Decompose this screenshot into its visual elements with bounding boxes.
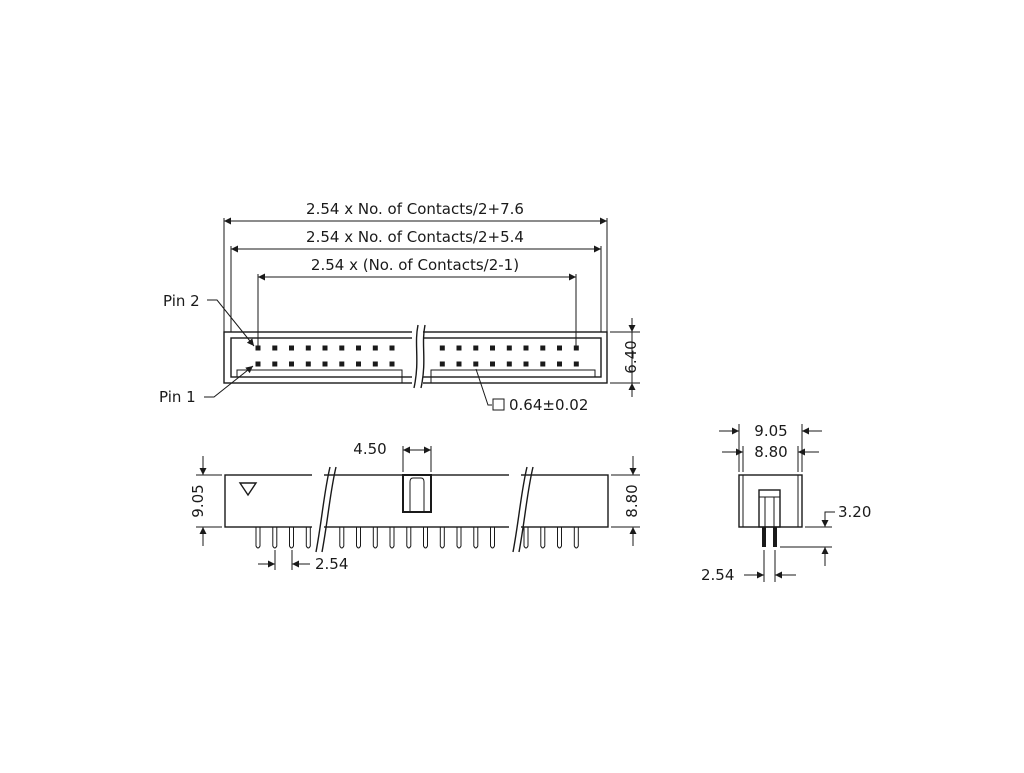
dim-body-width-label: 8.80 — [754, 443, 787, 461]
pin-square — [439, 361, 445, 367]
pin-square — [506, 345, 512, 351]
front-pin — [557, 527, 562, 549]
side-contact-cavity — [758, 489, 781, 528]
pin-square — [439, 345, 445, 351]
front-pin — [406, 527, 412, 549]
pin-square — [540, 361, 546, 367]
pin-square — [389, 361, 395, 367]
pin-square — [389, 345, 395, 351]
front-pin — [573, 527, 579, 549]
dim-pin-length-label: 3.20 — [838, 503, 871, 521]
dim-body-height-label: 8.80 — [623, 484, 641, 517]
pin-size-leader — [475, 368, 492, 406]
front-pin — [473, 527, 479, 549]
pin-square — [322, 361, 328, 367]
front-pin — [490, 527, 495, 549]
front-pin — [523, 527, 529, 549]
dim-height-label: 6.40 — [622, 340, 640, 373]
pin-square — [557, 345, 562, 351]
front-pin — [372, 527, 378, 549]
pin2-leader — [207, 299, 255, 347]
pin-square — [289, 361, 294, 367]
pin-square — [272, 361, 278, 367]
square-pin-symbol — [492, 398, 505, 411]
front-pin — [389, 527, 395, 549]
pin-square — [573, 361, 579, 367]
dim-total-width-label: 9.05 — [754, 422, 787, 440]
pin-square — [372, 361, 378, 367]
pin-square — [339, 345, 345, 351]
front-pin — [289, 527, 294, 549]
side-pin-left — [762, 527, 766, 547]
side-view: 9.05 8.80 3.20 2.54 — [701, 422, 871, 584]
front-pin — [439, 527, 445, 549]
dim-key-width-label: 4.50 — [353, 440, 386, 458]
front-pin — [272, 527, 278, 549]
front-body — [224, 474, 609, 528]
dim-overall-label: 2.54 x No. of Contacts/2+7.6 — [306, 200, 524, 218]
front-view: 4.50 9.05 8.80 2.54 — [189, 440, 641, 573]
pin-square — [523, 345, 529, 351]
side-pin-right — [773, 527, 777, 547]
pin-square — [272, 345, 278, 351]
pin-square — [289, 345, 294, 351]
pin-square — [339, 361, 345, 367]
pin-square — [473, 361, 479, 367]
pin-square — [456, 361, 462, 367]
front-pin — [540, 527, 546, 549]
pin-square — [557, 361, 562, 367]
pin-square — [506, 361, 512, 367]
pin-square — [540, 345, 546, 351]
pin1-triangle-icon — [238, 482, 258, 497]
pin-square — [372, 345, 378, 351]
front-pin — [356, 527, 361, 549]
pin-square — [356, 345, 361, 351]
front-pin — [456, 527, 462, 549]
dim-pitch-label: 2.54 — [315, 555, 348, 573]
pin-square — [523, 361, 529, 367]
pin1-leader — [204, 365, 254, 398]
pin-square — [490, 345, 495, 351]
front-pin — [339, 527, 345, 549]
front-pins — [255, 527, 579, 549]
pin-square — [255, 361, 261, 367]
dim-total-height-label: 9.05 — [189, 484, 207, 517]
pin1-label: Pin 1 — [159, 388, 196, 406]
pin-square — [305, 345, 311, 351]
dim-inner-label: 2.54 x No. of Contacts/2+5.4 — [306, 228, 524, 246]
key-slot — [402, 474, 432, 513]
pin-square — [456, 345, 462, 351]
side-body — [738, 474, 803, 528]
pin-square — [305, 361, 311, 367]
top-view: 2.54 x No. of Contacts/2+7.6 2.54 x No. … — [159, 200, 640, 414]
pin-grid — [255, 345, 579, 367]
pin-size-label: 0.64±0.02 — [509, 396, 588, 414]
pin-square — [490, 361, 495, 367]
dim-pitch-span-label: 2.54 x (No. of Contacts/2-1) — [311, 256, 519, 274]
pin-square — [473, 345, 479, 351]
pin-square — [573, 345, 579, 351]
pin-square — [356, 361, 361, 367]
pin-square — [255, 345, 261, 351]
front-pin — [305, 527, 311, 549]
front-pin — [255, 527, 261, 549]
dim-row-pitch-label: 2.54 — [701, 566, 734, 584]
front-pin — [423, 527, 428, 549]
pin-square — [322, 345, 328, 351]
pin2-label: Pin 2 — [163, 292, 200, 310]
